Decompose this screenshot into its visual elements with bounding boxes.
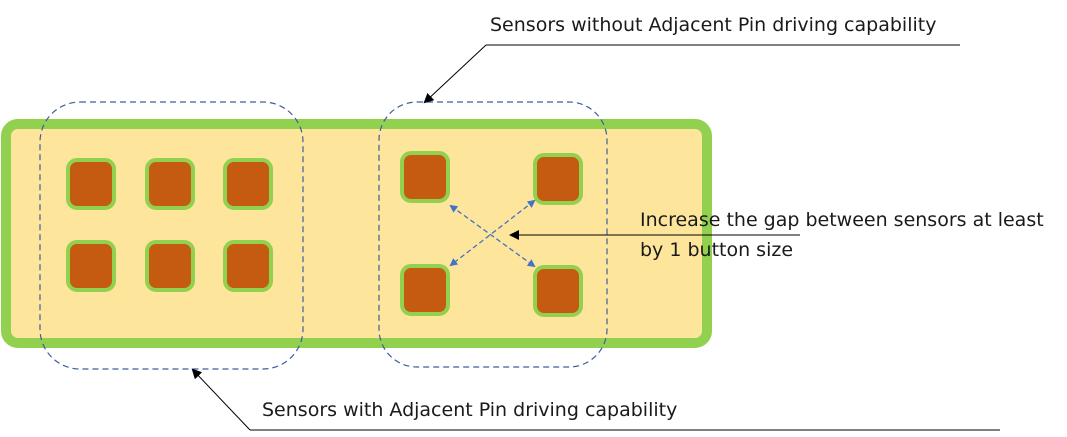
adjacent-pin-group-buttons: [66, 158, 273, 292]
gap-note-line-2: by 1 button size: [640, 239, 793, 261]
bottom-callout-leader-arrow: [191, 368, 251, 431]
sensor-button: [223, 240, 273, 292]
sensor-button: [533, 265, 583, 317]
sensor-button: [223, 158, 273, 210]
top-callout-label: Sensors without Adjacent Pin driving cap…: [490, 14, 936, 36]
sensor-button: [533, 153, 583, 205]
sensor-button: [66, 240, 116, 292]
gap-arrow-diagonal-2: [449, 199, 536, 267]
gap-note-line-1: Increase the gap between sensors at leas…: [640, 209, 1044, 231]
sensor-button: [400, 264, 450, 316]
sensor-button: [145, 240, 195, 292]
no-adjacent-pin-group-outline: [378, 101, 608, 368]
sensor-button: [145, 158, 195, 210]
top-callout-leader-arrow: [423, 44, 487, 104]
adjacent-pin-group-outline: [39, 101, 304, 370]
sensor-button: [400, 151, 450, 203]
sensor-board: [1, 119, 712, 348]
sensor-button: [66, 158, 116, 210]
bottom-callout-label: Sensors with Adjacent Pin driving capabi…: [262, 399, 677, 421]
no-adjacent-pin-group-buttons: [400, 151, 583, 317]
